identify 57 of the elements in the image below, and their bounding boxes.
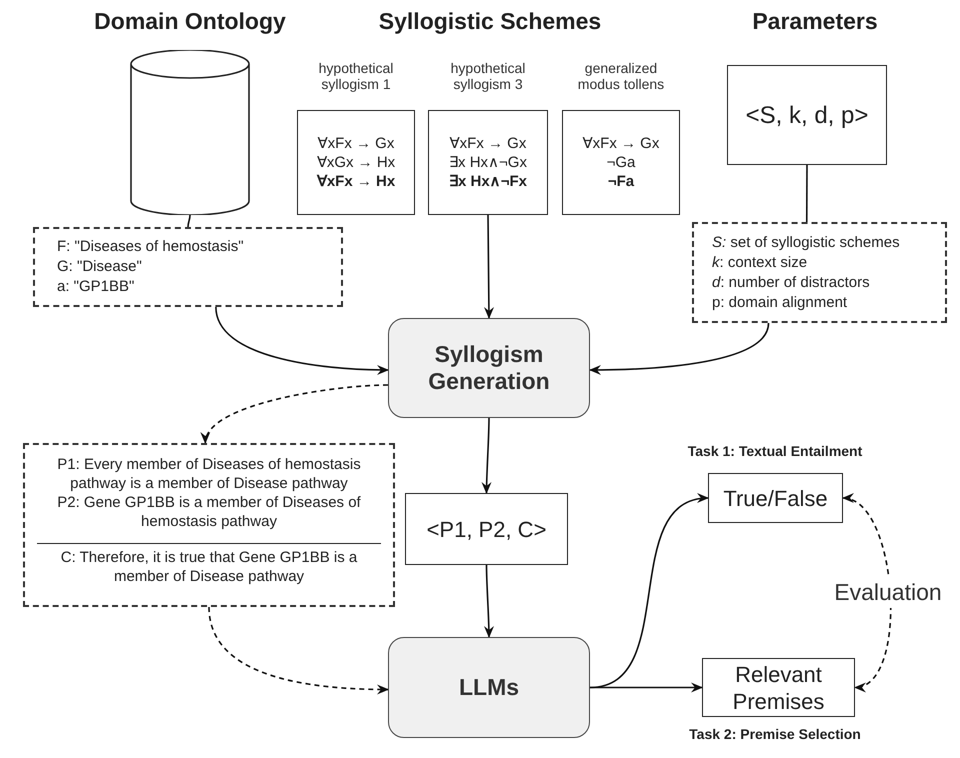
note-text: S: set of syllogistic schemes <box>712 232 901 252</box>
arrow <box>484 565 494 638</box>
formula-text: ∃x Hx∧¬Fx <box>449 172 527 191</box>
note-box <box>692 222 947 323</box>
arrow <box>482 418 492 494</box>
note-text: G: "Disease" <box>57 257 143 277</box>
scheme-box <box>428 110 548 215</box>
node-label: Relevant Premises <box>732 660 826 714</box>
output-box <box>702 658 855 717</box>
node-label: <P1, P2, C> <box>426 516 546 542</box>
note-text: p: domain alignment <box>712 292 848 312</box>
formula-text: ∀xFx → Gx <box>450 134 526 153</box>
note-text: d: number of distractors <box>712 272 871 292</box>
scheme-box <box>297 110 415 215</box>
column-heading: Parameters <box>751 8 879 35</box>
formula-text: ∀xFx → Gx <box>582 134 660 153</box>
arrow <box>484 215 494 319</box>
arrow <box>589 322 770 375</box>
connector-line <box>806 165 808 222</box>
node-label: LLMs <box>458 674 520 701</box>
formula-text: ¬Fa <box>608 172 634 191</box>
note-box <box>33 227 343 307</box>
column-heading: Domain Ontology <box>93 8 287 35</box>
scheme-caption: generalized modus tollens <box>576 60 666 92</box>
formula-text: ¬Ga <box>606 153 636 172</box>
note-text: P1: Every member of Diseases of hemostasis pathway is a member of Disease pathway <box>56 455 362 493</box>
dashed-arrow <box>203 384 388 444</box>
note-text: P2: Gene GP1BB is a member of Diseases of hemostasis pathway <box>56 493 362 531</box>
arrow <box>590 682 703 692</box>
task-caption: Task 1: Textual Entailment <box>686 443 864 459</box>
formula-text: ∀xFx → Gx <box>318 134 394 153</box>
parameter-box <box>727 65 887 165</box>
node-label: Syllogism Generation <box>427 341 551 395</box>
process-box <box>388 318 590 418</box>
scheme-box <box>562 110 680 215</box>
node-label: <S, k, d, p> <box>746 102 868 128</box>
arrow <box>215 306 389 375</box>
note-text: a: "GP1BB" <box>57 277 136 297</box>
output-box <box>405 493 568 565</box>
scheme-caption: hypothetical syllogism 1 <box>318 60 394 92</box>
column-heading: Syllogistic Schemes <box>378 8 602 35</box>
dashed-arrow <box>208 606 389 694</box>
output-box <box>708 473 843 523</box>
formula-text: ∃x Hx∧¬Gx <box>449 153 527 172</box>
note-text: k: context size <box>712 252 808 272</box>
process-box <box>388 637 590 738</box>
task-caption: Task 2: Premise Selection <box>688 726 862 742</box>
premise-box <box>23 443 395 607</box>
note-text: C: Therefore, it is true that Gene GP1BB is a member of Disease pathway <box>60 548 358 586</box>
node-label: True/False <box>723 484 828 512</box>
dashed-arrow <box>842 496 892 690</box>
database-cylinder <box>130 50 250 215</box>
note-text: F: "Diseases of hemostasis" <box>57 237 245 257</box>
scheme-caption: hypothetical syllogism 3 <box>450 60 526 92</box>
connector-line <box>187 214 191 228</box>
formula-text: ∀xGx → Hx <box>316 153 396 172</box>
formula-text: ∀xFx → Hx <box>316 172 396 191</box>
